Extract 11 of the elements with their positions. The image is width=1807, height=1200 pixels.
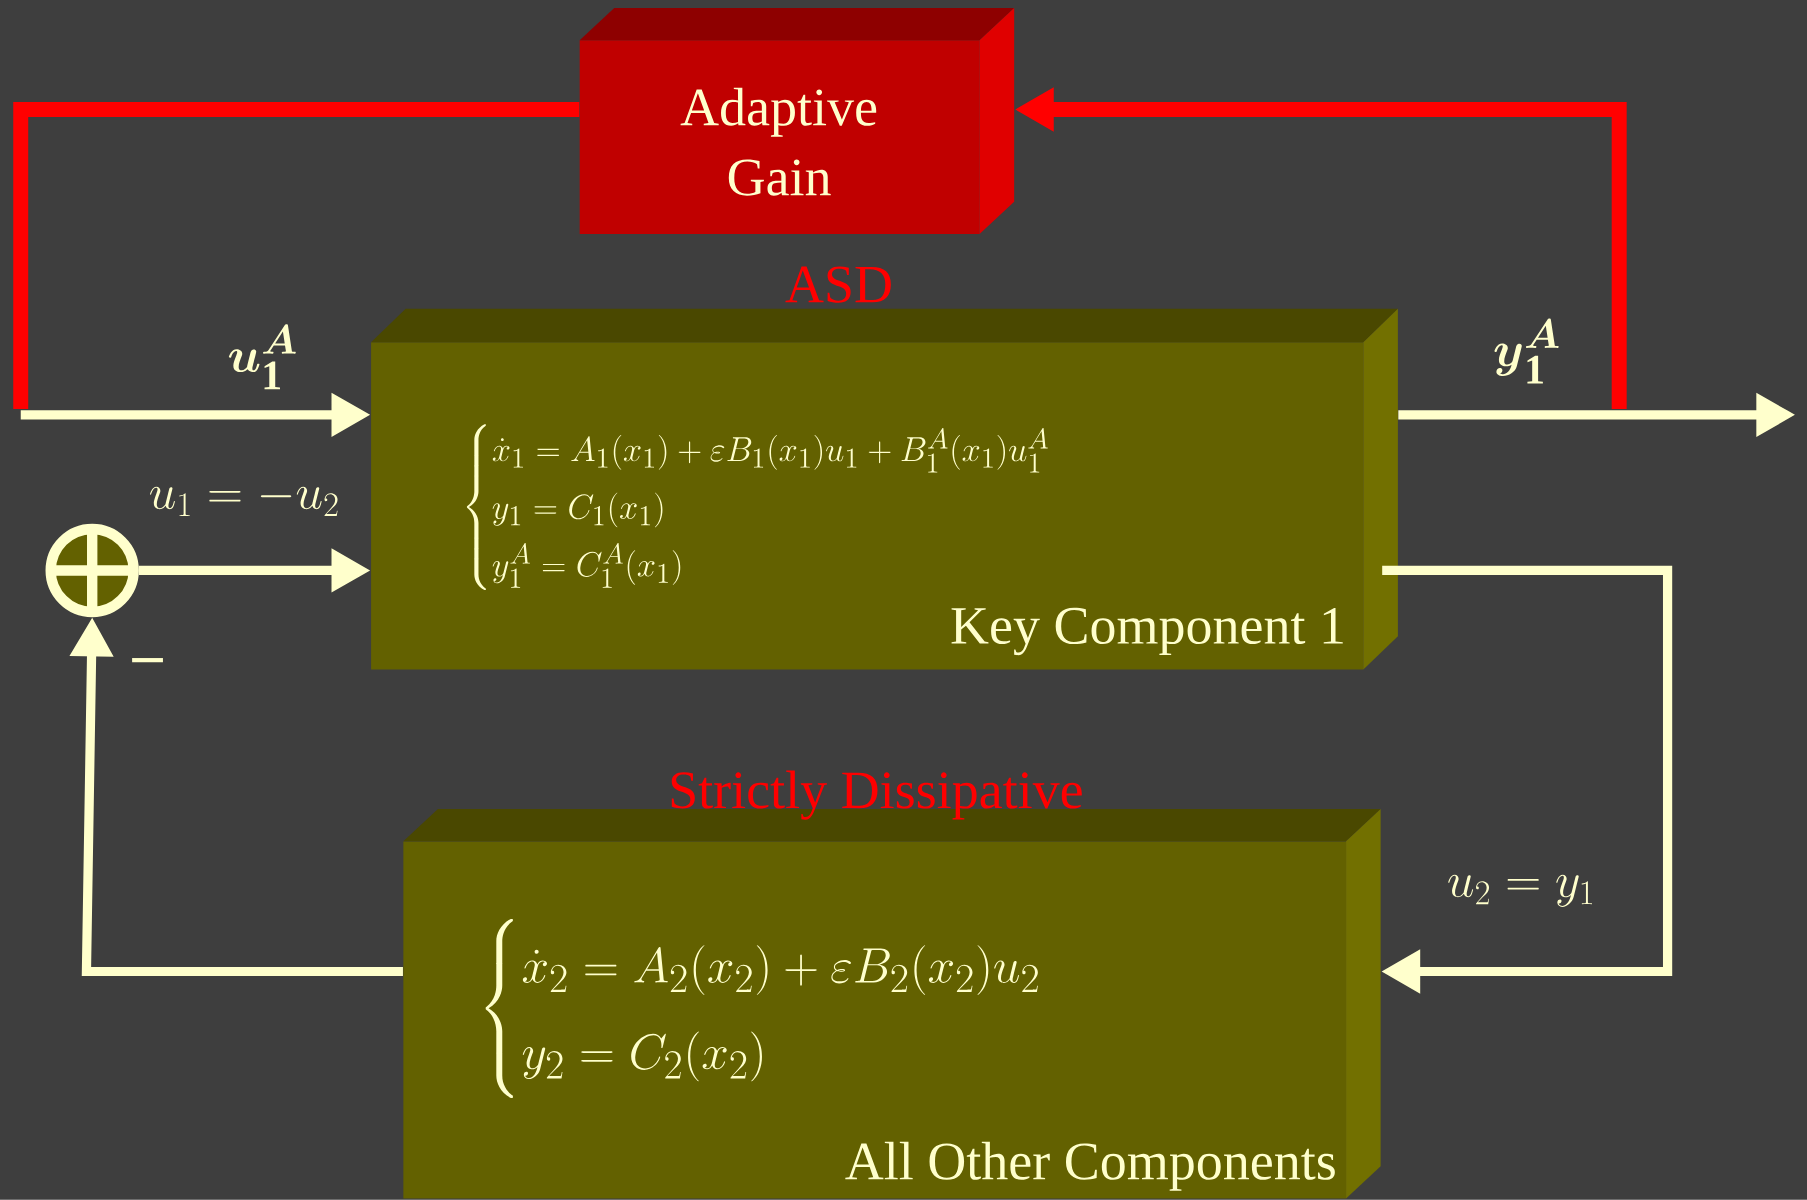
edge-label: $\boldsymbol{u}_{\mathbf{1}}^{\boldsymbol{A}}$ [228,324,296,390]
edge-label: $u_2 = y_1$ [1448,874,1592,908]
summing-junction [45,523,139,618]
node-label: ASD [785,266,891,303]
component-box: ASD $\begin{cases}\dot{x}_1 = A_1(x_1) + \varepsilon B_1(x_1)u_1 + B_1^A(x_1)u_1^A\\ y_1 = C_1(x_1)\\ y_1^A = C_1^A(x_1)\end{cases}$ Key Component 1 [371,266,1398,670]
sign-label: – [132,658,163,663]
edge-label: $\boldsymbol{y}_{\mathbf{1}}^{\boldsymbol{A}}$ [1494,318,1559,384]
node-label: Strictly Dissipative [671,770,1082,820]
gain-box: Adaptive Gain [579,8,1015,235]
edge-label: $u_1 = -u_2$ [150,486,338,517]
component-box: Strictly Dissipative $\begin{cases}\dot{x}_2 = A_2(x_2) + \varepsilon B_2(x_2)u_2\\ y_2 = C_2(x_2)\end{cases}$ All Other Components [403,770,1381,1199]
